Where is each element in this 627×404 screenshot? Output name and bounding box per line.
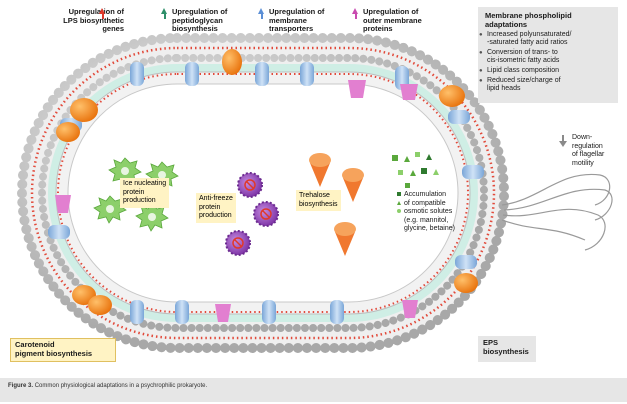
label-line: Accumulation <box>404 191 447 198</box>
trehalose-molecules <box>309 153 364 256</box>
label-line: Down- <box>572 134 593 141</box>
label-outer-membrane-proteins: Upregulation of outer membrane proteins <box>363 7 422 34</box>
label-line: (e.g. mannitol, <box>404 216 449 224</box>
label-line: biosynthesis <box>483 346 529 356</box>
label-line: protein <box>199 203 221 211</box>
outer-lipid-heads <box>17 33 509 353</box>
item-line: Increased polyunsaturated/ <box>487 31 572 38</box>
outer-membrane-proteins <box>55 80 418 322</box>
label-ice-nucleating: Ice nucleating protein production <box>120 178 170 208</box>
osmotic-solutes <box>392 152 439 188</box>
label-peptidoglycan: Upregulation of peptidoglycan biosynthes… <box>172 7 228 34</box>
label-osmotic-solutes: Accumulation of compatible osmotic solut… <box>404 191 455 234</box>
label-line: Trehalose <box>299 192 330 199</box>
label-line: Upregulation of <box>172 7 228 16</box>
item-line: Conversion of trans- to <box>487 49 558 56</box>
label-line: genes <box>102 24 124 33</box>
label-line: Carotenoid <box>15 340 55 349</box>
flagellum <box>501 173 613 251</box>
item-line: -saturated fatty acid ratios <box>487 39 568 46</box>
label-line: of compatible <box>404 199 446 207</box>
label-trehalose: Trehalose biosynthesis <box>296 190 341 211</box>
item-line: cis-isometric fatty acids <box>487 57 560 64</box>
solute-bullets-icon <box>397 192 402 213</box>
antifreeze-proteins <box>225 172 279 256</box>
box-title-line: Membrane phospholipid <box>485 11 572 20</box>
label-line: membrane <box>269 15 307 25</box>
figure-label: Figure 3. <box>8 383 34 389</box>
label-line: biosynthesis <box>172 24 218 33</box>
fatty-acid-tails <box>30 46 496 340</box>
label-line: LPS biosynthetic <box>63 15 124 25</box>
adaptation-item: Lipid class composition <box>479 67 618 75</box>
label-line: outer membrane <box>363 15 422 25</box>
label-line: osmotic solutes <box>404 208 453 215</box>
caption-text: Common physiological adaptations in a ps… <box>34 383 208 389</box>
label-line: peptidoglycan <box>172 15 223 25</box>
label-lps: Upregulation of LPS biosynthetic genes <box>60 7 124 34</box>
label-line: motility <box>572 159 594 167</box>
label-eps: EPS biosynthesis <box>478 336 536 362</box>
label-flagellar: Down- regulation of flagellar motility <box>572 134 604 168</box>
label-line: Upregulation of <box>363 7 419 16</box>
label-line: biosynthesis <box>299 200 338 208</box>
label-carotenoid: Carotenoid pigment biosynthesis <box>10 338 116 362</box>
label-line: protein <box>123 188 145 196</box>
item-line: Lipid class composition <box>487 67 559 74</box>
inner-lipid-heads <box>38 54 488 332</box>
label-line: production <box>199 212 232 219</box>
label-line: Upregulation of <box>68 7 124 16</box>
label-line: EPS <box>483 338 499 347</box>
box-title-line: adaptations <box>485 19 528 29</box>
adaptation-list: Increased polyunsaturated/-saturated fat… <box>478 31 618 93</box>
label-line: regulation <box>572 142 603 150</box>
adaptation-item: Increased polyunsaturated/-saturated fat… <box>479 31 618 47</box>
membrane-adaptations-box: Membrane phospholipid adaptations Increa… <box>478 7 618 103</box>
item-line: Reduced size/charge of <box>487 77 561 84</box>
label-line: Ice nucleating <box>123 180 167 187</box>
label-line: proteins <box>363 24 393 33</box>
item-line: lipid heads <box>487 85 521 92</box>
label-line: Anti-freeze <box>199 195 233 202</box>
label-transporters: Upregulation of membrane transporters <box>269 7 325 34</box>
label-line: Upregulation of <box>269 7 325 16</box>
label-line: pigment biosynthesis <box>15 348 93 358</box>
caption-bar <box>0 378 627 402</box>
label-line: of flagellar <box>572 151 605 158</box>
label-line: glycine, betaine) <box>404 225 455 232</box>
figure-caption: Figure 3. Common physiological adaptatio… <box>8 383 207 389</box>
label-antifreeze: Anti-freeze protein production <box>196 193 236 223</box>
orange-proteins <box>56 49 478 315</box>
label-line: production <box>123 197 156 204</box>
box-title: Membrane phospholipid adaptations <box>485 11 625 29</box>
label-line: transporters <box>269 24 314 33</box>
